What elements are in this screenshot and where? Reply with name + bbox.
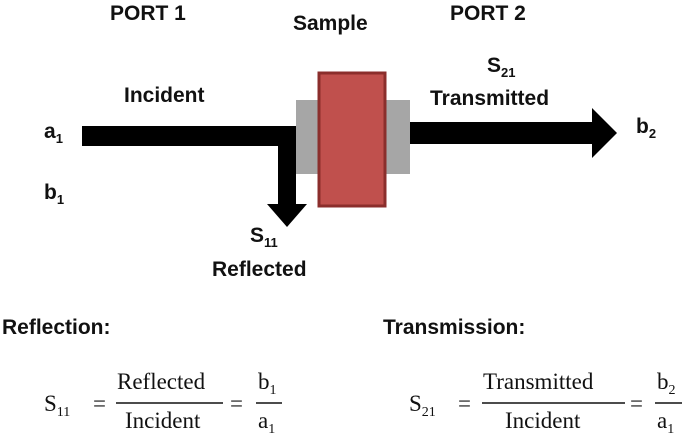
reflected-label: Reflected xyxy=(212,258,307,281)
right-adapter xyxy=(384,100,410,174)
sample-label: Sample xyxy=(293,12,368,35)
transmission-den2: a1 xyxy=(657,408,674,437)
reflection-num2: b1 xyxy=(258,369,277,398)
b2-label: b2 xyxy=(636,115,656,141)
transmitted-label: Transmitted xyxy=(430,87,549,110)
transmission-numerator: Transmitted xyxy=(483,369,594,394)
transmission-equals: = xyxy=(458,391,471,416)
transmission-denominator: Incident xyxy=(505,408,581,433)
reflection-equals-2: = xyxy=(230,391,243,416)
s11-label: S11 xyxy=(250,224,278,250)
sample-block xyxy=(317,71,387,208)
incident-arrow xyxy=(82,126,298,146)
reflection-lhs: S11 xyxy=(44,391,70,420)
transmission-heading: Transmission: xyxy=(383,316,525,339)
port1-label: PORT 1 xyxy=(110,2,186,25)
reflection-formula: S11 = Reflected Incident = b1 a1 xyxy=(44,369,282,437)
reflected-arrow-head xyxy=(267,204,307,227)
transmission-lhs: S21 xyxy=(409,391,436,420)
incident-label: Incident xyxy=(124,84,205,107)
reflection-numerator: Reflected xyxy=(117,369,206,394)
s21-label: S21 xyxy=(487,54,515,80)
reflection-denominator: Incident xyxy=(125,408,201,433)
a1-label: a1 xyxy=(44,120,63,146)
reflection-equals: = xyxy=(93,391,106,416)
reflection-den2: a1 xyxy=(258,408,275,437)
b1-label: b1 xyxy=(44,181,64,207)
transmitted-arrow-shaft xyxy=(405,122,595,144)
transmission-num2: b2 xyxy=(657,369,676,398)
port2-label: PORT 2 xyxy=(450,2,526,25)
reflection-heading: Reflection: xyxy=(2,316,111,339)
transmission-formula: S21 = Transmitted Incident = b2 a1 xyxy=(409,369,682,437)
transmission-equals-2: = xyxy=(630,391,643,416)
reflected-arrow-shaft xyxy=(278,126,296,206)
transmitted-arrow-head xyxy=(592,108,617,158)
